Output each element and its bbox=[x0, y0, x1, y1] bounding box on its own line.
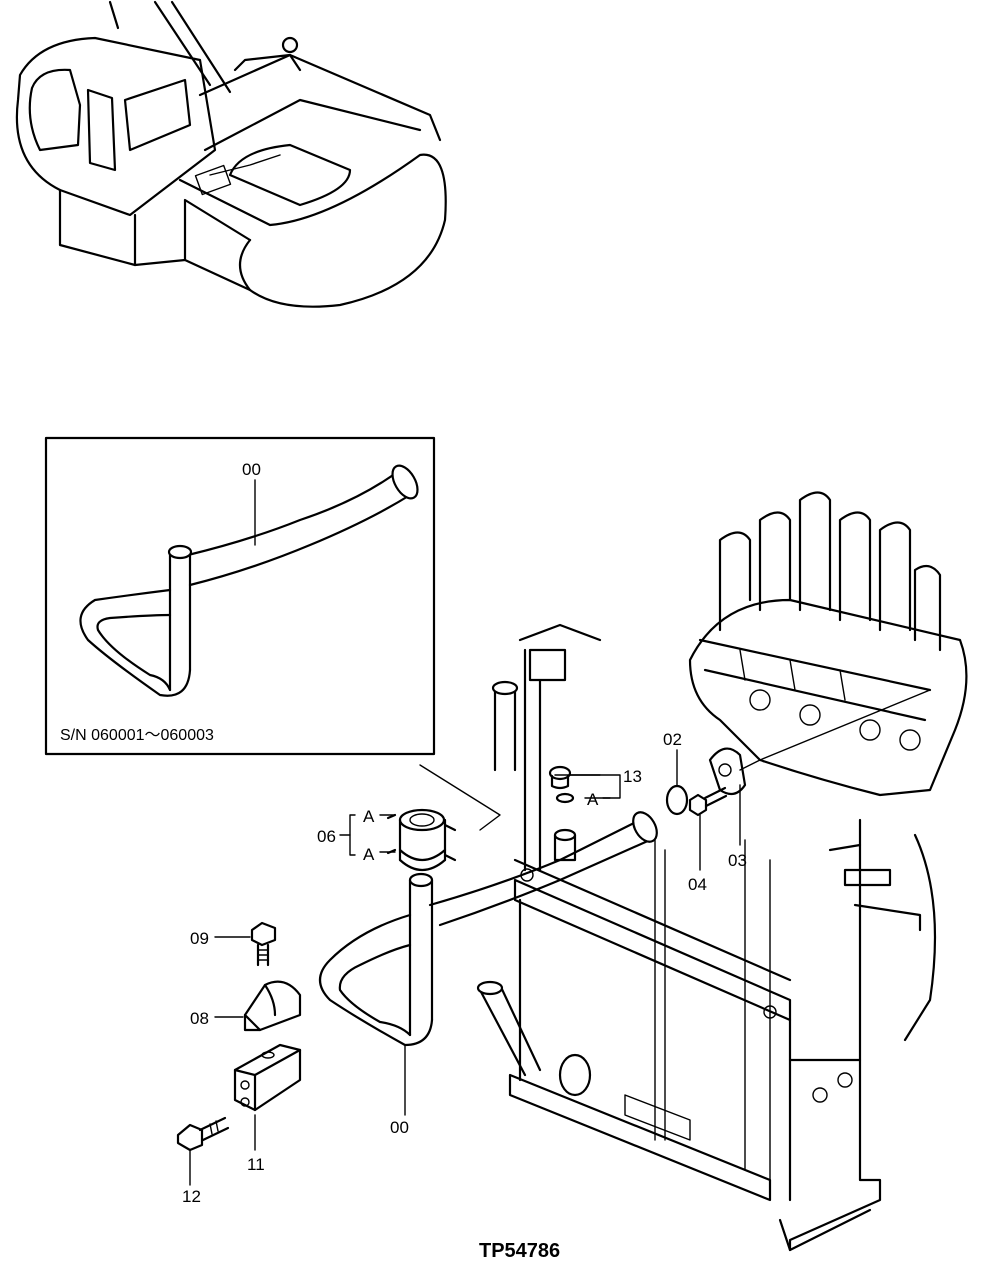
plug-13 bbox=[548, 765, 621, 804]
callout-00: 00 bbox=[390, 1118, 409, 1137]
radiator-frame bbox=[476, 623, 937, 1252]
control-valve bbox=[688, 491, 968, 797]
ref-a-plug: A bbox=[587, 790, 599, 809]
ref-a-lower: A bbox=[363, 845, 375, 864]
bolt-09 bbox=[250, 921, 277, 967]
callout-12: 12 bbox=[182, 1187, 201, 1206]
hydraulic-pipe-00 bbox=[318, 811, 658, 1116]
callout-09: 09 bbox=[190, 929, 209, 948]
clamp-11 bbox=[233, 1043, 302, 1151]
callout-02: 02 bbox=[663, 730, 682, 749]
reference-bracket-06 bbox=[339, 797, 611, 856]
callout-08: 08 bbox=[190, 1009, 209, 1028]
bolt-12 bbox=[176, 1116, 230, 1186]
callout-11: 11 bbox=[247, 1155, 265, 1174]
callout-06: 06 bbox=[317, 827, 336, 846]
clamp-06 bbox=[386, 764, 501, 872]
inset-pipe-00 bbox=[79, 464, 419, 697]
callout-03: 03 bbox=[728, 851, 747, 870]
o-ring-02 bbox=[665, 749, 689, 816]
ref-a-upper: A bbox=[363, 807, 375, 826]
excavator-overview bbox=[15, 0, 447, 308]
inset-box: 00 S/N 060001～060003 bbox=[44, 436, 436, 756]
bolt-04 bbox=[688, 786, 728, 871]
inset-part-label: 00 bbox=[242, 460, 261, 479]
callout-04: 04 bbox=[688, 875, 707, 894]
figure-code: TP54786 bbox=[479, 1240, 560, 1262]
flange-03 bbox=[708, 689, 931, 846]
callout-13: 13 bbox=[623, 767, 642, 786]
clamp-08 bbox=[243, 980, 302, 1032]
serial-range-label: S/N 060001～060003 bbox=[60, 727, 214, 744]
